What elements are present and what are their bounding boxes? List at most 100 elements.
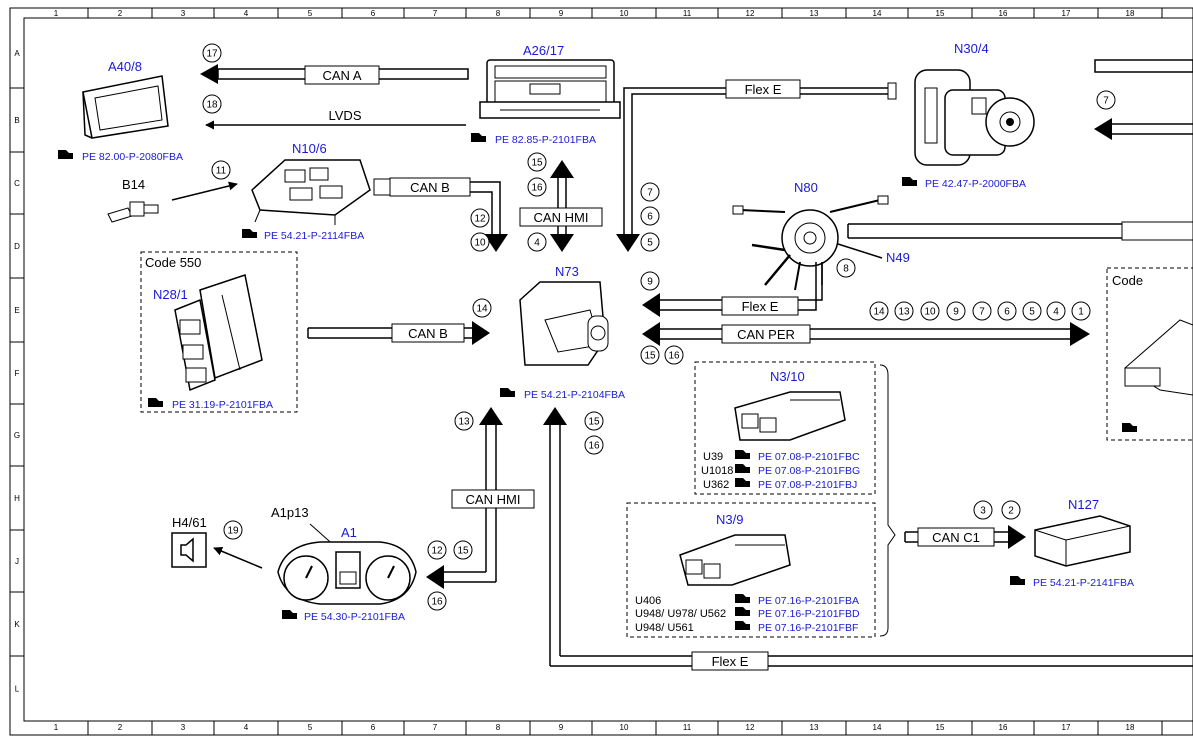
n73-label: N73 bbox=[555, 264, 579, 279]
column-marker: 2 bbox=[118, 723, 123, 732]
column-marker: 7 bbox=[433, 723, 438, 732]
code-550-label: Code 550 bbox=[145, 255, 201, 270]
circled-number-text: 11 bbox=[216, 166, 227, 177]
column-marker: 18 bbox=[1126, 9, 1135, 18]
column-marker: 2 bbox=[118, 9, 123, 18]
a1-reference-link[interactable]: PE 54.30-P-2101FBA bbox=[304, 611, 405, 623]
can-b-left-bus-label: CAN B bbox=[408, 326, 448, 341]
circled-number-text: 4 bbox=[1053, 307, 1059, 318]
row-marker: L bbox=[15, 685, 20, 694]
reference-pointer-icon bbox=[902, 177, 917, 186]
circled-number-text: 5 bbox=[1029, 307, 1035, 318]
n3-9-label: N3/9 bbox=[716, 512, 743, 527]
right-module-drawing bbox=[1124, 319, 1193, 396]
circled-number-c9a: 9 bbox=[640, 271, 660, 291]
n73-reference-link[interactable]: PE 54.21-P-2104FBA bbox=[524, 389, 625, 401]
n3-10-ecu-drawing bbox=[734, 391, 846, 441]
n127-module-drawing bbox=[1034, 515, 1131, 567]
n3-10-row-1-ref[interactable]: PE 07.08-P-2101FBC bbox=[758, 451, 860, 463]
column-marker: 6 bbox=[371, 9, 376, 18]
circled-number-text: 1 bbox=[1078, 307, 1084, 318]
circled-number-r7: 7 bbox=[972, 301, 992, 321]
n3-9-row-2-ref[interactable]: PE 07.16-P-2101FBD bbox=[758, 608, 860, 620]
reference-pointer-icon bbox=[735, 464, 750, 473]
circled-number-text: 7 bbox=[1103, 96, 1109, 107]
row-marker: B bbox=[14, 116, 19, 125]
n3-10-row-3-ref[interactable]: PE 07.08-P-2101FBJ bbox=[758, 479, 857, 491]
n3-9-row-3-ref[interactable]: PE 07.16-P-2101FBF bbox=[758, 622, 858, 634]
h4-61-label: H4/61 bbox=[172, 515, 207, 530]
column-marker: 10 bbox=[620, 723, 629, 732]
lvds-line-label: LVDS bbox=[329, 108, 362, 123]
circled-number-text: 19 bbox=[227, 526, 239, 537]
speaker-icon bbox=[171, 532, 207, 568]
row-marker: H bbox=[14, 494, 20, 503]
column-marker: 11 bbox=[683, 723, 692, 732]
column-marker: 18 bbox=[1126, 723, 1135, 732]
column-marker: 10 bbox=[620, 9, 629, 18]
can-b-top-bus-label: CAN B bbox=[410, 180, 450, 195]
circled-number-text: 15 bbox=[644, 351, 656, 362]
column-marker: 4 bbox=[244, 723, 249, 732]
row-marker: K bbox=[14, 620, 20, 629]
column-marker: 4 bbox=[244, 9, 249, 18]
circled-number-r5: 5 bbox=[1022, 301, 1042, 321]
row-marker: E bbox=[14, 306, 19, 315]
column-marker: 5 bbox=[308, 723, 313, 732]
column-marker: 16 bbox=[999, 9, 1008, 18]
row-marker: D bbox=[14, 242, 20, 251]
circled-number-c7a: 7 bbox=[640, 182, 660, 202]
circled-number-text: 5 bbox=[647, 238, 653, 249]
circled-number-text: 14 bbox=[873, 307, 885, 318]
column-marker: 12 bbox=[746, 723, 755, 732]
circled-number-text: 13 bbox=[898, 307, 910, 318]
circled-number-c15b: 15 bbox=[640, 345, 660, 365]
n80-steering-column-module-drawing bbox=[732, 195, 889, 291]
column-marker: 16 bbox=[999, 723, 1008, 732]
circled-number-text: 8 bbox=[843, 264, 849, 275]
circled-number-r14: 14 bbox=[869, 301, 889, 321]
circled-number-text: 10 bbox=[474, 238, 486, 249]
a26-17-head-unit-drawing bbox=[479, 59, 621, 119]
can-hmi-bottom-bus-label: CAN HMI bbox=[466, 492, 521, 507]
circled-number-text: 9 bbox=[647, 277, 653, 288]
circled-number-c2: 2 bbox=[1001, 500, 1021, 520]
column-marker: 15 bbox=[936, 9, 945, 18]
n3-9-row-1-ref[interactable]: PE 07.16-P-2101FBA bbox=[758, 595, 859, 607]
circled-number-r9: 9 bbox=[946, 301, 966, 321]
n10-6-reference-link[interactable]: PE 54.21-P-2114FBA bbox=[264, 230, 364, 242]
circled-number-r4: 4 bbox=[1046, 301, 1066, 321]
n3-10-row-1-code: U39 bbox=[703, 451, 723, 463]
circled-number-text: 18 bbox=[206, 100, 218, 111]
circled-number-c10a: 10 bbox=[470, 232, 490, 252]
reference-pointer-icon bbox=[282, 610, 297, 619]
reference-pointer-icon bbox=[1010, 576, 1025, 585]
reference-pointer-icon bbox=[148, 398, 163, 407]
circled-number-text: 9 bbox=[953, 307, 959, 318]
n3-10-row-3-code: U362 bbox=[703, 479, 729, 491]
column-marker: 9 bbox=[559, 9, 564, 18]
row-marker: F bbox=[15, 369, 20, 378]
reference-pointer-icon bbox=[58, 150, 73, 159]
column-marker: 9 bbox=[559, 723, 564, 732]
column-marker: 1 bbox=[54, 723, 59, 732]
circled-number-c8: 8 bbox=[836, 258, 856, 278]
column-marker: 15 bbox=[936, 723, 945, 732]
n28-1-reference-link[interactable]: PE 31.19-P-2101FBA bbox=[172, 399, 273, 411]
reference-pointer-icon bbox=[500, 388, 515, 397]
a40-8-reference-link[interactable]: PE 82.00-P-2080FBA bbox=[82, 151, 183, 163]
n3-10-row-2-ref[interactable]: PE 07.08-P-2101FBG bbox=[758, 465, 860, 477]
n30-4-reference-link[interactable]: PE 42.47-P-2000FBA bbox=[925, 178, 1026, 190]
n127-reference-link[interactable]: PE 54.21-P-2141FBA bbox=[1033, 577, 1134, 589]
b14-label: B14 bbox=[122, 177, 145, 192]
circled-number-text: 17 bbox=[206, 49, 218, 60]
circled-number-c3: 3 bbox=[973, 500, 993, 520]
circled-number-text: 6 bbox=[647, 212, 653, 223]
can-c1-bus-label: CAN C1 bbox=[932, 530, 980, 545]
circled-number-text: 14 bbox=[476, 304, 488, 315]
a26-17-reference-link[interactable]: PE 82.85-P-2101FBA bbox=[495, 134, 596, 146]
n10-6-label: N10/6 bbox=[292, 141, 327, 156]
